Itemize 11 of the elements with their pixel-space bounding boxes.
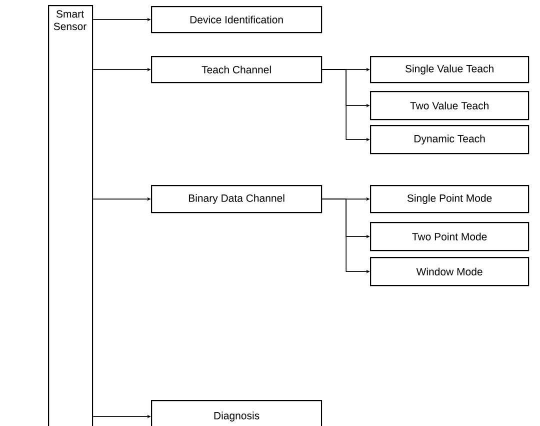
process-box: Diagnosis xyxy=(151,400,322,426)
process-box: Single Point Mode xyxy=(370,185,530,214)
process-box: Single Value Teach xyxy=(370,56,530,84)
process-box: Dynamic Teach xyxy=(370,125,530,154)
process-box: Window Mode xyxy=(370,257,530,286)
process-box: Binary Data Channel xyxy=(151,185,322,214)
process-box: Two Value Teach xyxy=(370,91,530,120)
process-box: Device Identification xyxy=(151,6,322,34)
sensor-box: Smart Sensor xyxy=(48,5,94,426)
process-box: Two Point Mode xyxy=(370,222,530,252)
process-box: Teach Channel xyxy=(151,56,322,84)
